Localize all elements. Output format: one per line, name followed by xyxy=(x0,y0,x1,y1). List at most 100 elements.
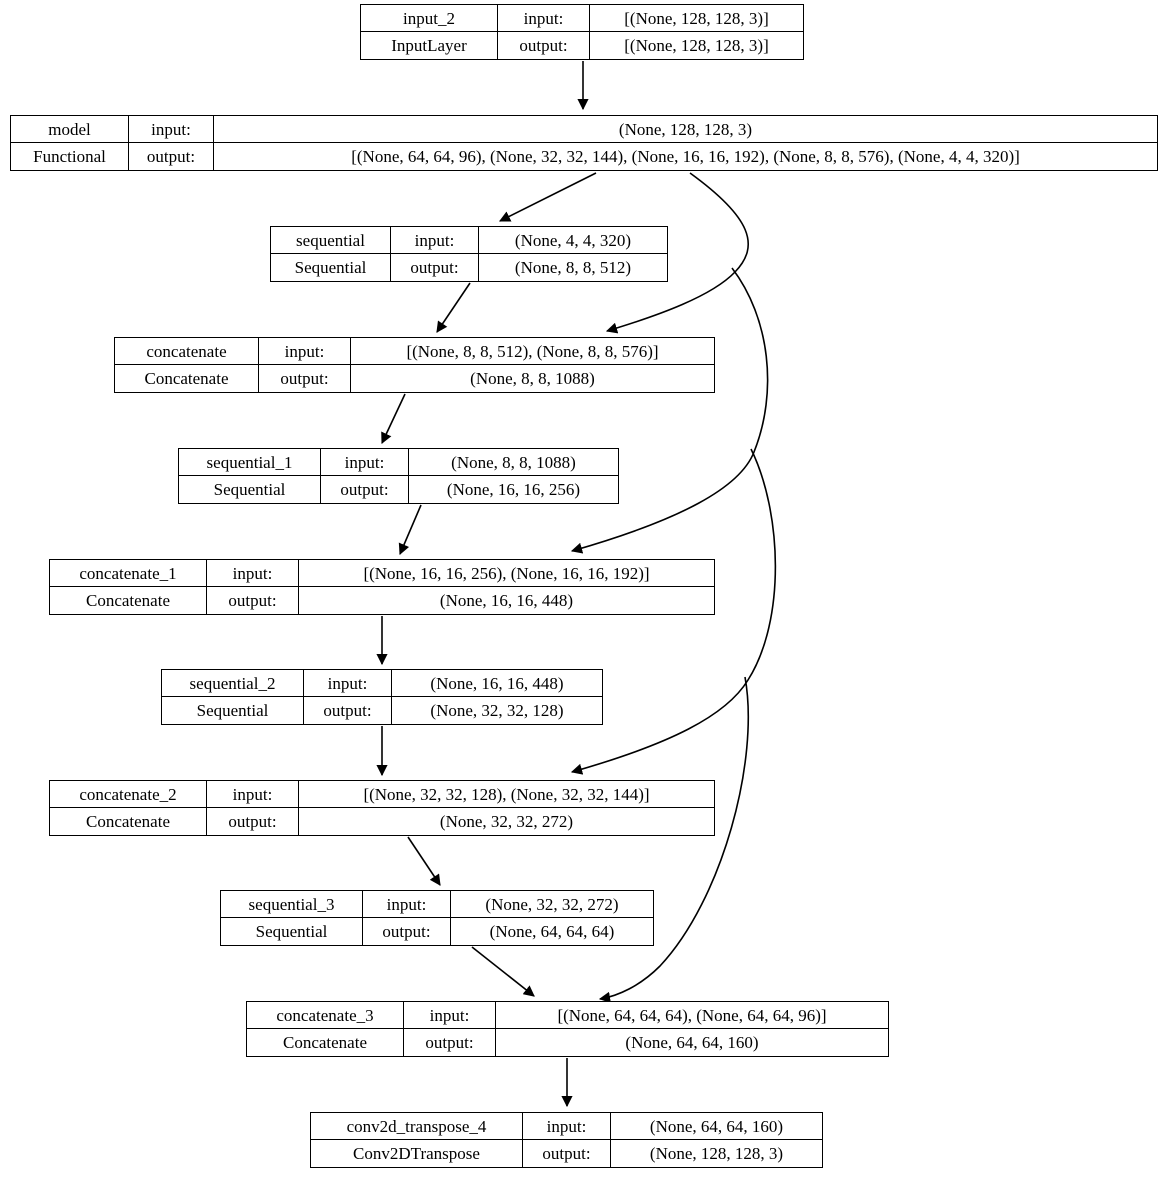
output-label: output: xyxy=(523,1140,611,1167)
node-model[interactable]: model input: (None, 128, 128, 3) Functio… xyxy=(10,115,1158,171)
output-shape: (None, 16, 16, 448) xyxy=(439,591,574,610)
output-label: output: xyxy=(207,808,299,835)
node-sequential_3[interactable]: sequential_3 input: (None, 32, 32, 272) … xyxy=(220,890,654,946)
input-label: input: xyxy=(129,116,214,142)
node-row-output: Functional output: [(None, 64, 64, 96), … xyxy=(11,143,1157,170)
node-concatenate[interactable]: concatenate input: [(None, 8, 8, 512), (… xyxy=(114,337,715,393)
input-label: input: xyxy=(363,891,451,917)
input-label: input: xyxy=(391,227,479,253)
layer-name: concatenate_2 xyxy=(50,781,207,807)
input-label: input: xyxy=(523,1113,611,1139)
node-row-output: Sequential output: (None, 64, 64, 64) xyxy=(221,918,653,945)
output-shape: [(None, 128, 128, 3)] xyxy=(624,36,769,55)
output-label: output: xyxy=(304,697,392,724)
node-row-input: concatenate_1 input: [(None, 16, 16, 256… xyxy=(50,560,714,587)
input-label: input: xyxy=(207,781,299,807)
node-row-output: Concatenate output: (None, 16, 16, 448) xyxy=(50,587,714,614)
output-label: output: xyxy=(391,254,479,281)
input-shape: (None, 64, 64, 160) xyxy=(649,1116,784,1136)
output-label: output: xyxy=(259,365,351,392)
output-shape: (None, 8, 8, 512) xyxy=(514,258,632,277)
node-row-input: sequential_2 input: (None, 16, 16, 448) xyxy=(162,670,602,697)
layer-name: input_2 xyxy=(361,5,498,31)
input-label: input: xyxy=(321,449,409,475)
input-shape: [(None, 128, 128, 3)] xyxy=(624,8,769,28)
node-concatenate_2[interactable]: concatenate_2 input: [(None, 32, 32, 128… xyxy=(49,780,715,836)
output-label: output: xyxy=(207,587,299,614)
input-shape: (None, 8, 8, 1088) xyxy=(451,452,576,472)
node-concatenate_1[interactable]: concatenate_1 input: [(None, 16, 16, 256… xyxy=(49,559,715,615)
output-shape: (None, 64, 64, 64) xyxy=(489,922,615,941)
input-shape: (None, 128, 128, 3) xyxy=(618,119,753,139)
output-label: output: xyxy=(404,1029,496,1056)
output-label: output: xyxy=(129,143,214,170)
output-shape: (None, 128, 128, 3) xyxy=(649,1144,784,1163)
node-concatenate_3[interactable]: concatenate_3 input: [(None, 64, 64, 64)… xyxy=(246,1001,889,1057)
node-row-input: concatenate_2 input: [(None, 32, 32, 128… xyxy=(50,781,714,808)
layer-class: Sequential xyxy=(221,918,363,945)
output-shape: (None, 8, 8, 1088) xyxy=(470,369,595,388)
edge-sequential-to-concatenate xyxy=(436,282,471,333)
node-row-output: Concatenate output: (None, 64, 64, 160) xyxy=(247,1029,888,1056)
output-shape: (None, 32, 32, 272) xyxy=(439,812,574,831)
edge-model-to-sequential xyxy=(498,172,597,222)
output-shape: [(None, 64, 64, 96), (None, 32, 32, 144)… xyxy=(351,147,1020,166)
output-label: output: xyxy=(321,476,409,503)
layer-class: Concatenate xyxy=(115,365,259,392)
input-shape: (None, 4, 4, 320) xyxy=(514,230,632,250)
layer-name: concatenate_3 xyxy=(247,1002,404,1028)
node-row-input: conv2d_transpose_4 input: (None, 64, 64,… xyxy=(311,1113,822,1140)
node-row-output: InputLayer output: [(None, 128, 128, 3)] xyxy=(361,32,803,59)
layer-name: conv2d_transpose_4 xyxy=(311,1113,523,1139)
node-sequential_1[interactable]: sequential_1 input: (None, 8, 8, 1088) S… xyxy=(178,448,619,504)
layer-name: concatenate xyxy=(115,338,259,364)
input-label: input: xyxy=(304,670,392,696)
output-label: output: xyxy=(363,918,451,945)
node-conv2d_transpose_4[interactable]: conv2d_transpose_4 input: (None, 64, 64,… xyxy=(310,1112,823,1168)
layer-name: sequential_3 xyxy=(221,891,363,917)
layer-class: Sequential xyxy=(162,697,304,724)
layer-class: Concatenate xyxy=(50,808,207,835)
input-shape: [(None, 32, 32, 128), (None, 32, 32, 144… xyxy=(363,784,650,804)
layer-class: Sequential xyxy=(179,476,321,503)
input-shape: (None, 32, 32, 272) xyxy=(485,894,619,914)
layer-name: sequential xyxy=(271,227,391,253)
input-shape: [(None, 8, 8, 512), (None, 8, 8, 576)] xyxy=(406,341,659,361)
node-row-output: Sequential output: (None, 32, 32, 128) xyxy=(162,697,602,724)
node-row-input: sequential_3 input: (None, 32, 32, 272) xyxy=(221,891,653,918)
layer-class: Functional xyxy=(11,143,129,170)
node-row-input: model input: (None, 128, 128, 3) xyxy=(11,116,1157,143)
layer-class: Conv2DTranspose xyxy=(311,1140,523,1167)
layer-class: Concatenate xyxy=(50,587,207,614)
edge-concatenate-to-sequential1 xyxy=(381,393,406,445)
node-sequential[interactable]: sequential input: (None, 4, 4, 320) Sequ… xyxy=(270,226,668,282)
output-shape: (None, 16, 16, 256) xyxy=(446,480,581,499)
input-label: input: xyxy=(259,338,351,364)
node-input_2[interactable]: input_2 input: [(None, 128, 128, 3)] Inp… xyxy=(360,4,804,60)
output-shape: (None, 32, 32, 128) xyxy=(430,701,564,720)
input-label: input: xyxy=(207,560,299,586)
edge-sequential1-to-concatenate1 xyxy=(398,504,422,556)
node-row-output: Concatenate output: (None, 8, 8, 1088) xyxy=(115,365,714,392)
edge-sequential3-to-concatenate3 xyxy=(471,946,535,997)
node-row-input: concatenate input: [(None, 8, 8, 512), (… xyxy=(115,338,714,365)
layer-class: Concatenate xyxy=(247,1029,404,1056)
edge-model-skip-to-concatenate1 xyxy=(570,267,769,554)
layer-name: concatenate_1 xyxy=(50,560,207,586)
layer-name: sequential_2 xyxy=(162,670,304,696)
node-row-output: Conv2DTranspose output: (None, 128, 128,… xyxy=(311,1140,822,1167)
output-label: output: xyxy=(498,32,590,59)
input-shape: (None, 16, 16, 448) xyxy=(430,673,564,693)
edge-concatenate2-to-sequential3 xyxy=(407,836,441,886)
layer-class: Sequential xyxy=(271,254,391,281)
node-sequential_2[interactable]: sequential_2 input: (None, 16, 16, 448) … xyxy=(161,669,603,725)
input-shape: [(None, 64, 64, 64), (None, 64, 64, 96)] xyxy=(557,1005,827,1025)
layer-class: InputLayer xyxy=(361,32,498,59)
edge-model-skip-to-concatenate3 xyxy=(598,676,750,1003)
layer-name: model xyxy=(11,116,129,142)
node-row-input: sequential_1 input: (None, 8, 8, 1088) xyxy=(179,449,618,476)
layer-name: sequential_1 xyxy=(179,449,321,475)
input-shape: [(None, 16, 16, 256), (None, 16, 16, 192… xyxy=(363,563,650,583)
node-row-input: concatenate_3 input: [(None, 64, 64, 64)… xyxy=(247,1002,888,1029)
